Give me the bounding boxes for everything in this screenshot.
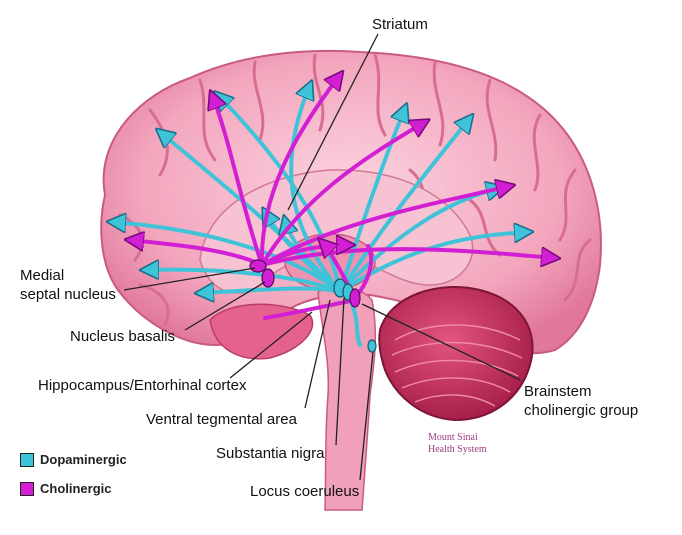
watermark-line1: Mount Sinai bbox=[428, 432, 478, 443]
medial-septal-nucleus-marker bbox=[249, 259, 267, 273]
label-medial-septal-line2: septal nucleus bbox=[20, 286, 116, 303]
legend-label-dopaminergic: Dopaminergic bbox=[40, 452, 127, 467]
legend-swatch-cholinergic bbox=[20, 481, 34, 496]
brainstem-cholinergic-marker bbox=[349, 288, 361, 308]
label-medial-septal-line1: Medial bbox=[20, 267, 65, 284]
label-hippocampus: Hippocampus/Entorhinal cortex bbox=[38, 377, 247, 394]
cerebellum-folia bbox=[391, 324, 523, 407]
label-vta: Ventral tegmental area bbox=[146, 411, 297, 428]
label-brainstem-line1: Brainstem bbox=[524, 383, 592, 400]
nucleus-basalis-marker bbox=[261, 268, 275, 288]
label-substantia-nigra: Substantia nigra bbox=[216, 445, 325, 462]
watermark-line2: Health System bbox=[428, 444, 487, 455]
label-nucleus-basalis: Nucleus basalis bbox=[70, 328, 176, 345]
legend-label-cholinergic: Cholinergic bbox=[40, 481, 112, 496]
label-locus-coeruleus: Locus coeruleus bbox=[250, 483, 360, 500]
label-brainstem-line2: cholinergic group bbox=[524, 402, 639, 419]
legend-dopaminergic: Dopaminergic bbox=[20, 452, 127, 467]
leader-lines bbox=[123, 33, 521, 481]
nuclei bbox=[249, 259, 377, 353]
temporal-lobe bbox=[209, 303, 314, 360]
brainstem bbox=[317, 286, 377, 511]
legend-cholinergic: Cholinergic bbox=[20, 481, 112, 496]
cerebellum bbox=[378, 286, 534, 422]
cholinergic-pathways bbox=[130, 75, 555, 320]
label-striatum: Striatum bbox=[372, 16, 428, 33]
legend-swatch-dopaminergic bbox=[20, 452, 34, 467]
locus-coeruleus-marker bbox=[367, 339, 377, 353]
watermark-logo: Mount Sinai Health System bbox=[428, 432, 487, 456]
